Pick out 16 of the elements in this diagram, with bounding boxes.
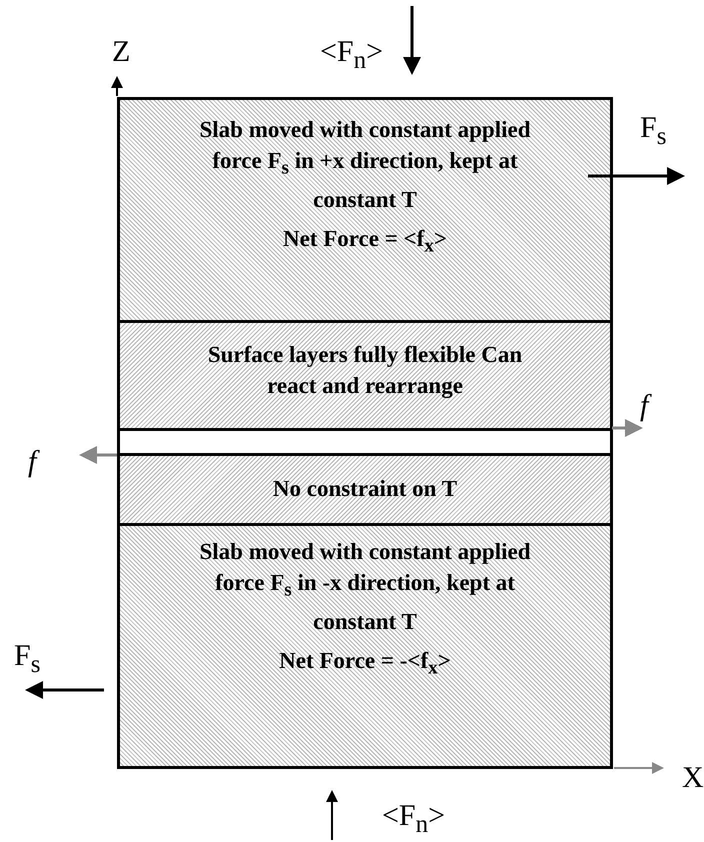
layer-description: Slab moved with constant applied force F$_{s}$ in +x direction, kept at constant T (198, 116, 532, 214)
layer-band (117, 453, 613, 526)
layer-description: No constraint on T (272, 475, 458, 503)
layer-description: Slab moved with constant applied force F$_{s}$ in -x direction, kept at constant T (198, 538, 532, 636)
axis-label: Z (112, 36, 130, 68)
force-label: F$_{s}$ (640, 112, 666, 152)
layer-band (117, 523, 613, 769)
net-force-text: Net Force = -<f$_{x}$> (279, 646, 451, 680)
force-label: F$_{s}$ (14, 640, 40, 680)
force-label: <F$_{n}$> (382, 800, 446, 840)
layer-band (117, 97, 613, 323)
layer-description: Surface layers fully flexible Can react and rearrange (206, 341, 524, 400)
net-force-text: Net Force = <f$_{x}$> (282, 224, 448, 258)
layer-band (117, 320, 613, 431)
force-label: <F$_{n}$> (320, 36, 384, 76)
axis-label: X (682, 762, 704, 794)
